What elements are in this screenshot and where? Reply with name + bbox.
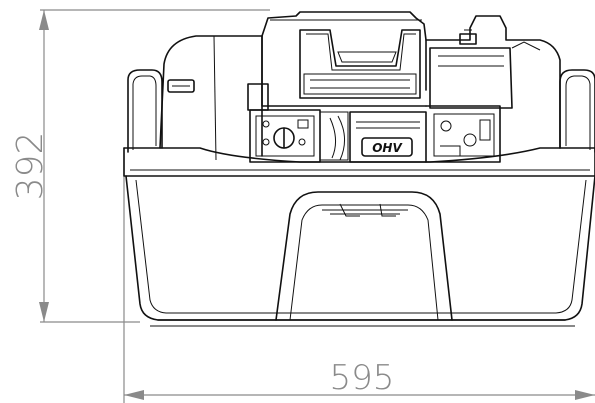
width-dimension: 595 bbox=[123, 150, 595, 403]
air-filter-housing bbox=[261, 11, 427, 107]
right-handle bbox=[559, 69, 595, 153]
fuel-tank bbox=[159, 35, 263, 161]
height-dimension-label: 392 bbox=[10, 132, 51, 201]
engine-brand-label: OHV bbox=[372, 141, 403, 155]
engine-block: OHV bbox=[247, 83, 501, 163]
left-handle bbox=[127, 69, 163, 153]
tub-center-arch bbox=[275, 191, 453, 321]
frame-tub bbox=[125, 175, 595, 327]
height-dimension: 392 bbox=[10, 9, 270, 323]
engine-right-tank bbox=[425, 15, 561, 149]
width-dimension-label: 595 bbox=[330, 358, 395, 398]
